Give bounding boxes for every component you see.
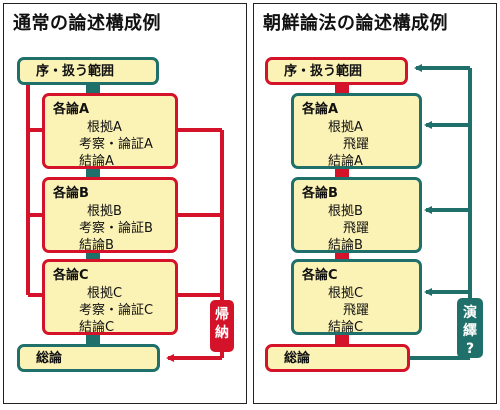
section-item: 結論B: [79, 238, 114, 253]
section-item: 結論A: [328, 154, 363, 169]
section-title: 各論C: [302, 268, 338, 283]
intro-box: 序・扱う範囲: [17, 57, 159, 85]
section-item: 結論C: [328, 320, 364, 335]
section-item: 考察・論証C: [79, 303, 154, 318]
section-item: 根拠B: [328, 204, 363, 219]
section-title: 各論C: [53, 268, 89, 283]
section-title: 各論B: [302, 186, 338, 201]
intro-box: 序・扱う範囲: [265, 57, 408, 85]
section-item: 考察・論証A: [79, 137, 153, 152]
panel-title: 通常の論述構成例: [13, 13, 161, 34]
section-item: 根拠C: [87, 286, 123, 301]
section-box-c: 各論C 根拠C 飛躍 結論C: [291, 259, 422, 335]
section-item: 考察・論証B: [79, 221, 153, 236]
conclusion-label: 総論: [284, 351, 311, 366]
left-stack-connectors: [86, 82, 100, 346]
section-box-a: 各論A 根拠A 考察・論証A 結論A: [42, 93, 178, 169]
induction-label: 帰 納: [210, 300, 234, 352]
section-item: 結論A: [79, 154, 114, 169]
deduction-label: 演 繹 ?: [457, 298, 483, 358]
section-item: 結論C: [79, 320, 115, 335]
intro-label: 序・扱う範囲: [36, 64, 115, 79]
section-item: 根拠B: [87, 204, 122, 219]
section-item: 根拠C: [328, 286, 364, 301]
conclusion-box: 総論: [265, 344, 410, 372]
left-branch-lines: [26, 82, 42, 297]
section-item: 飛躍: [343, 303, 370, 318]
section-title: 各論B: [53, 186, 89, 201]
section-box-c: 各論C 根拠C 考察・論証C 結論C: [42, 259, 178, 335]
panel-title: 朝鮮論法の論述構成例: [263, 13, 448, 34]
section-title: 各論A: [53, 102, 90, 117]
section-item: 根拠A: [328, 120, 363, 135]
section-box-a: 各論A 根拠A 飛躍 結論A: [291, 93, 422, 169]
section-item: 飛躍: [343, 221, 370, 236]
section-box-b: 各論B 根拠B 飛躍 結論B: [291, 177, 422, 253]
intro-label: 序・扱う範囲: [284, 64, 363, 79]
section-item: 結論B: [328, 238, 363, 253]
section-title: 各論A: [302, 102, 339, 117]
conclusion-label: 総論: [36, 351, 63, 366]
section-item: 飛躍: [343, 137, 370, 152]
conclusion-box: 総論: [17, 344, 160, 372]
section-item: 根拠A: [87, 120, 122, 135]
section-box-b: 各論B 根拠B 考察・論証B 結論B: [42, 177, 178, 253]
